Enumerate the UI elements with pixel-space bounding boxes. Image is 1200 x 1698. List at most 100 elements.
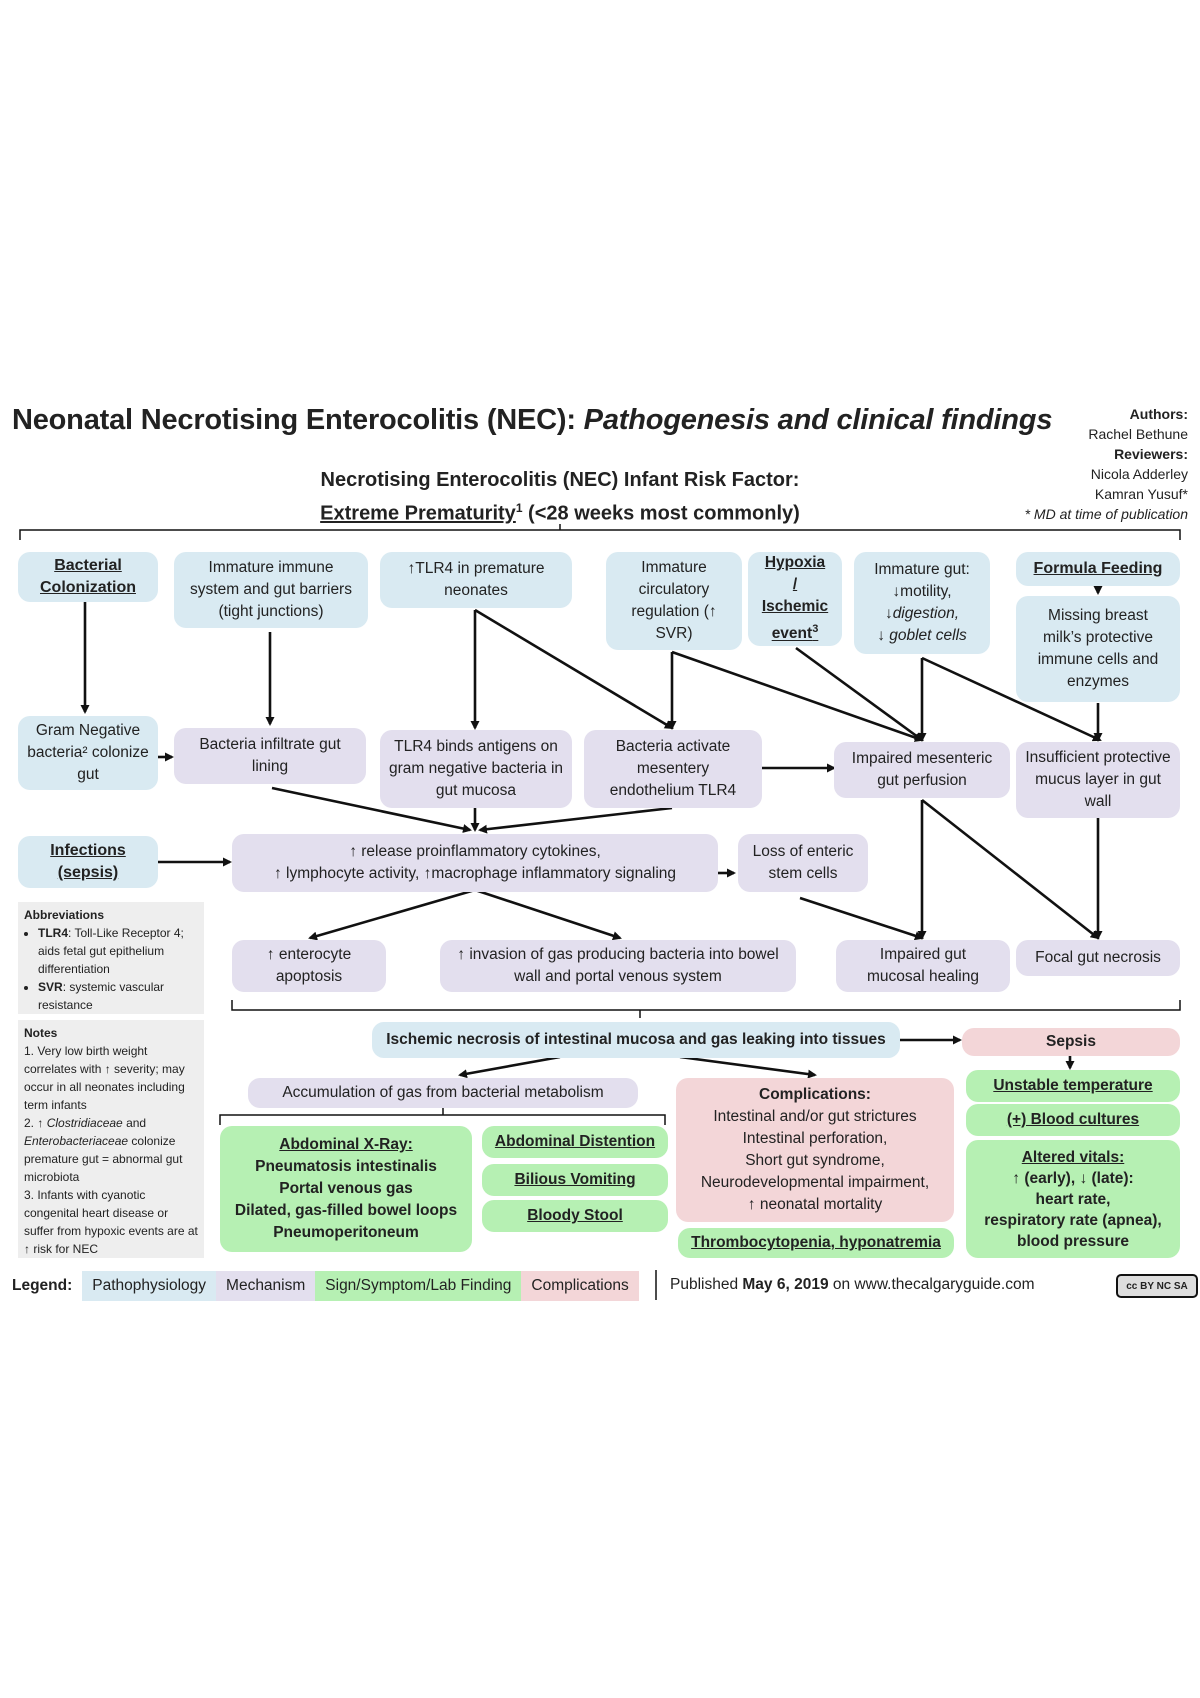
gas-invasion-box: ↑ invasion of gas producing bacteria int… (440, 940, 796, 992)
reviewers-label: Reviewers: (1114, 446, 1188, 462)
node-label: Bilious Vomiting (514, 1171, 636, 1188)
legend-sign-symptom: Sign/Symptom/Lab Finding (315, 1271, 522, 1301)
xray-finding: Pneumoperitoneum (273, 1224, 419, 1241)
reviewer-name: Kamran Yusuf* (1094, 486, 1188, 502)
gas-accumulation-box: Accumulation of gas from bacterial metab… (248, 1078, 638, 1108)
authors-label: Authors: (1129, 406, 1188, 422)
node-label: Insufficient protective mucus layer in g… (1025, 749, 1171, 810)
page-title: Neonatal Necrotising Enterocolitis (NEC)… (12, 404, 1052, 437)
legend-pathophysiology: Pathophysiology (82, 1271, 217, 1301)
legend-mechanism: Mechanism (216, 1271, 316, 1301)
node-label: Bacteria activate mesentery endothelium … (609, 738, 737, 799)
bloody-stool-box: Bloody Stool (482, 1200, 668, 1232)
note-text: Clostridiaceae (46, 1116, 123, 1130)
node-label: Sepsis (1046, 1033, 1096, 1050)
complication-item: Neurodevelopmental impairment, (700, 1174, 930, 1191)
bilious-vomiting-box: Bilious Vomiting (482, 1164, 668, 1196)
node-label: Hypoxia / Ischemic event (761, 554, 829, 643)
node-label: TLR4 binds antigens on gram negative bac… (388, 738, 564, 799)
abbreviation-definition: : Toll-Like Receptor 4; aids fetal gut e… (38, 926, 184, 976)
credits: Authors: Rachel Bethune Reviewers: Nicol… (1025, 404, 1188, 524)
complication-item: Short gut syndrome, (745, 1152, 885, 1169)
xray-finding: Dilated, gas-filled bowel loops (234, 1202, 458, 1219)
title-italic: Pathogenesis and clinical findings (583, 404, 1053, 436)
abbreviation-term: TLR4 (38, 926, 68, 940)
note-text: colonize premature gut = abnormal gut mi… (24, 1134, 183, 1184)
hypoxia-box: Hypoxia / Ischemic event3 (748, 552, 842, 646)
vitals-item: respiratory rate (apnea), (984, 1211, 1162, 1229)
abbreviation-term: SVR (38, 980, 63, 994)
node-label: Bacteria infiltrate gut lining (199, 736, 341, 775)
node-label: Formula Feeding (1033, 560, 1163, 577)
immature-immune-box: Immature immune system and gut barriers … (174, 552, 368, 628)
node-label: Immature immune system and gut barriers … (190, 559, 352, 620)
sepsis-box: Sepsis (962, 1028, 1180, 1056)
node-label: Focal gut necrosis (1035, 949, 1161, 966)
node-label: ↑ enterocyte apoptosis (266, 946, 352, 985)
altered-vitals-box: Altered vitals: ↑ (early), ↓ (late): hea… (966, 1140, 1180, 1258)
impaired-healing-box: Impaired gut mucosal healing (836, 940, 1010, 992)
cc-license-icon: cc BY NC SA (1116, 1274, 1198, 1298)
node-label: Missing breast milk’s protective immune … (1037, 607, 1159, 690)
gram-negative-box: Gram Negative bacteria² colonize gut (18, 716, 158, 790)
abdominal-xray-box: Abdominal X-Ray: Pneumatosis intestinali… (220, 1126, 472, 1252)
risk-factor-prematurity: Extreme Prematurity (320, 502, 516, 525)
vitals-item: heart rate, (1035, 1190, 1111, 1208)
vitals-item: blood pressure (1017, 1232, 1129, 1250)
cytokines-box: ↑ release proinflammatory cytokines, ↑ l… (232, 834, 718, 892)
title-main: Neonatal Necrotising Enterocolitis (NEC)… (12, 404, 584, 436)
node-label: Loss of enteric stem cells (752, 843, 854, 882)
note-text: Enterobacteriaceae (24, 1134, 129, 1148)
risk-factor: Necrotising Enterocolitis (NEC) Infant R… (230, 466, 890, 528)
license-text: cc BY NC SA (1126, 1280, 1188, 1292)
node-label: ↑ release proinflammatory cytokines, (349, 843, 601, 860)
focal-necrosis-box: Focal gut necrosis (1016, 940, 1180, 976)
notes-box: Notes 1. Very low birth weight correlate… (18, 1020, 204, 1258)
immature-circulation-box: Immature circulatory regulation (↑ SVR) (606, 552, 742, 650)
immature-gut-box: Immature gut: ↓motility, ↓digestion, ↓ g… (854, 552, 990, 654)
node-label: ↓digestion, (884, 605, 960, 622)
legend-complications: Complications (521, 1271, 639, 1301)
complications-box: Complications: Intestinal and/or gut str… (676, 1078, 954, 1222)
abbreviations-title: Abbreviations (24, 908, 105, 922)
vitals-title: Altered vitals: (1021, 1148, 1125, 1166)
xray-finding: Portal venous gas (279, 1180, 413, 1197)
bacteria-infiltrate-box: Bacteria infiltrate gut lining (174, 728, 366, 784)
bacterial-colonization-box: Bacterial Colonization (18, 552, 158, 602)
node-label: Abdominal Distention (494, 1133, 656, 1150)
abbreviation-definition: : systemic vascular resistance (38, 980, 165, 1012)
note-item: 2. ↑ Clostridiaceae and Enterobacteriace… (24, 1114, 198, 1186)
node-label: Immature circulatory regulation (↑ SVR) (631, 559, 717, 642)
thrombocytopenia-box: Thrombocytopenia, hyponatremia (678, 1228, 954, 1258)
abbreviations-box: Abbreviations TLR4: Toll-Like Receptor 4… (18, 902, 204, 1014)
node-label: ↓ goblet cells (877, 627, 967, 644)
note-text: 2. ↑ (24, 1116, 47, 1130)
footnote-ref: 3 (812, 623, 819, 636)
note-item: 3. Infants with cyanotic congenital hear… (24, 1188, 198, 1256)
publication-info: Published May 6, 2019 on www.thecalgaryg… (670, 1276, 1035, 1294)
node-label: Impaired mesenteric gut perfusion (851, 750, 993, 789)
published-site: on www.thecalgaryguide.com (828, 1276, 1035, 1293)
complication-item: ↑ neonatal mortality (747, 1196, 883, 1213)
tlr4-binds-box: TLR4 binds antigens on gram negative bac… (380, 730, 572, 808)
reviewer-name: Nicola Adderley (1090, 466, 1188, 482)
complication-item: Intestinal perforation, (742, 1130, 888, 1147)
node-label: Unstable temperature (993, 1077, 1153, 1094)
node-label: Impaired gut mucosal healing (866, 946, 979, 985)
xray-finding: Pneumatosis intestinalis (255, 1158, 437, 1175)
published-label: Published (670, 1276, 743, 1293)
credits-note: * MD at time of publication (1024, 506, 1188, 522)
node-label: Immature gut: (874, 561, 970, 578)
blood-cultures-box: (+) Blood cultures (966, 1104, 1180, 1136)
node-label: Ischemic necrosis of intestinal mucosa a… (386, 1031, 886, 1048)
loss-stem-cells-box: Loss of enteric stem cells (738, 834, 868, 892)
node-label: ↑ lymphocyte activity, ↑macrophage infla… (273, 865, 677, 882)
node-label: Bloody Stool (527, 1207, 623, 1224)
complication-item: Intestinal and/or gut strictures (713, 1108, 917, 1125)
unstable-temperature-box: Unstable temperature (966, 1070, 1180, 1102)
note-item: 1. Very low birth weight correlates with… (24, 1044, 185, 1112)
node-label: Thrombocytopenia, hyponatremia (691, 1234, 941, 1251)
infections-box: Infections (sepsis) (18, 836, 158, 888)
node-label: ↓motility, (892, 583, 952, 600)
